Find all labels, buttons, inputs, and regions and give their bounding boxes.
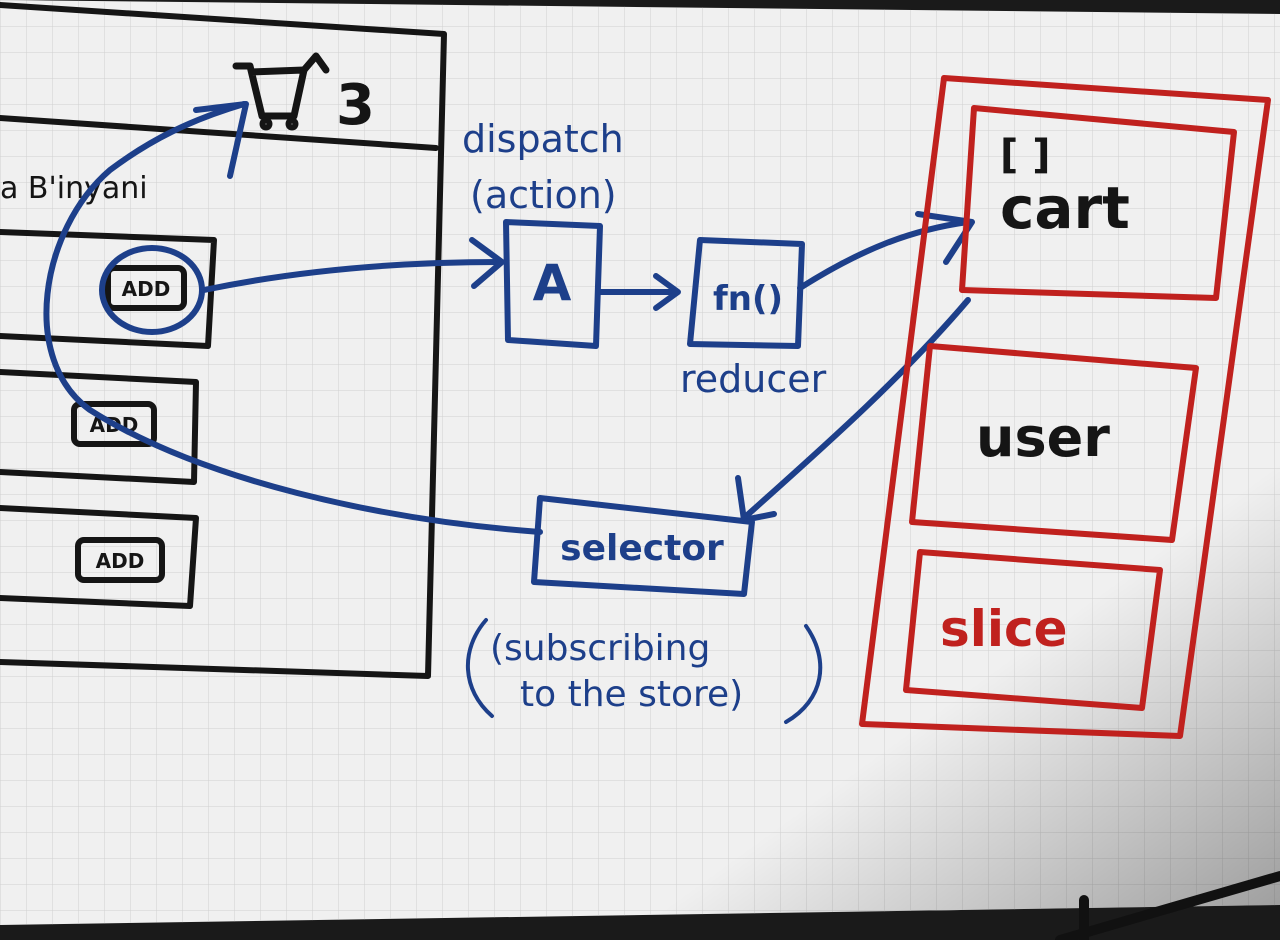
store-slice-slice-box [903,549,1163,711]
slice-label: slice [940,600,1068,658]
selector-note [465,618,823,724]
product-label: a B'inyani [0,171,148,206]
product-row-1 [0,229,217,349]
dispatch-label-line2: (action) [470,173,617,217]
header-divider [0,115,439,151]
app-frame [0,2,447,679]
product-row-3 [0,505,199,609]
selector-box-label: selector [560,528,724,569]
action-box-label: A [533,254,572,312]
user-slice-label: user [976,406,1110,469]
add-button-3[interactable]: ADD [75,537,165,583]
selector-box[interactable]: selector [531,495,755,597]
add-button-3-label: ADD [96,549,145,573]
arrow-add-to-action [201,259,503,293]
store [859,75,1271,739]
add-button-1-label: ADD [122,277,171,301]
tripod-stand [1055,871,1280,940]
flow-arrows [43,101,975,535]
arrow-cart-to-selector [741,297,971,521]
app-ui-sketch [0,2,447,679]
store-slice-user-box [909,343,1199,543]
add-button-1[interactable]: ADD [105,265,187,311]
product-row-2 [0,369,199,485]
dispatch-label-line1: dispatch [462,117,624,161]
cart-icon[interactable] [232,52,330,131]
cart-count: 3 [336,73,375,138]
cart-slice-label: cart [1000,174,1130,242]
reducer-box-label: fn() [713,279,783,319]
store-slice-cart-box [959,105,1237,301]
arrow-selector-to-cart-icon [43,101,543,535]
selector-note-line2: to the store) [520,674,743,715]
reducer-label: reducer [680,357,827,401]
store-frame [859,75,1271,739]
action-box[interactable]: A [503,219,603,349]
selector-note-line1: (subscribing [490,628,710,669]
reducer-box[interactable]: fn() [687,237,805,349]
arrow-reducer-to-cart [797,219,971,291]
cart-slice-brackets: [ ] [1000,132,1051,178]
